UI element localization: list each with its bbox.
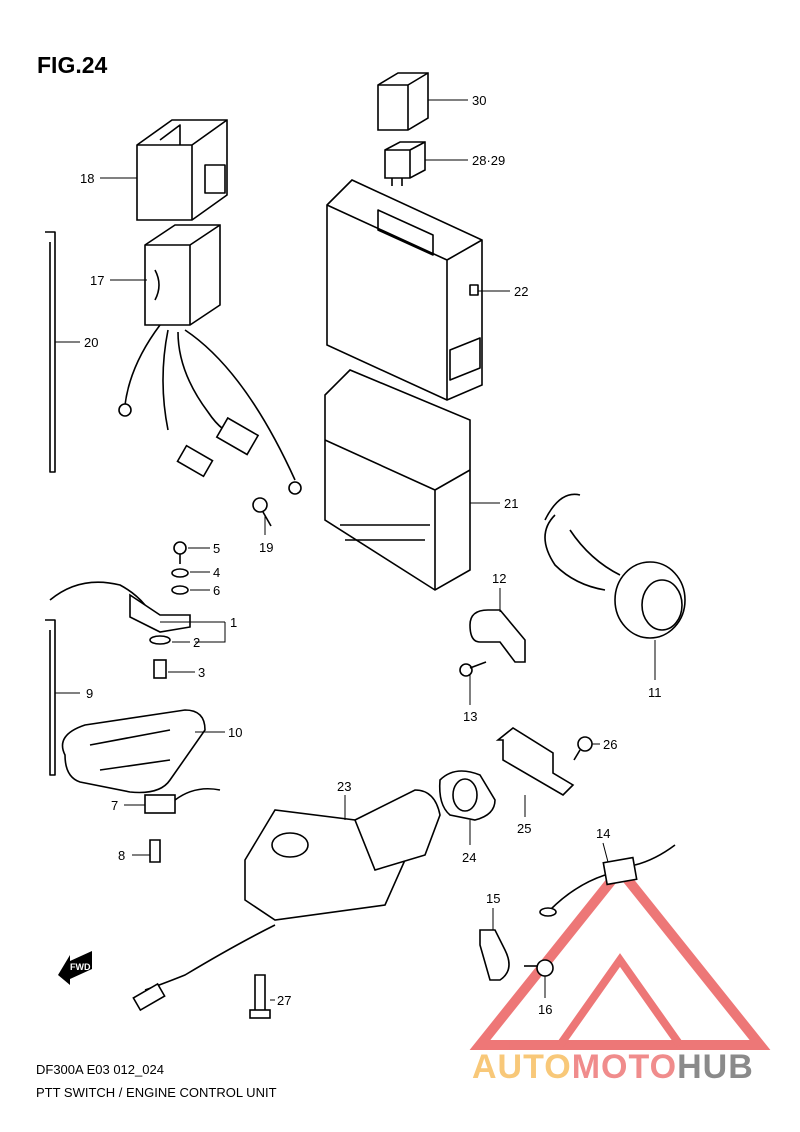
part-8-screw[interactable] <box>149 839 161 863</box>
part-28-29-relay[interactable] <box>384 141 426 186</box>
callout-28-29: 28·29 <box>472 153 505 168</box>
callout-10: 10 <box>228 725 242 740</box>
watermark-logo <box>469 861 771 1050</box>
part-10-ptt-holder[interactable] <box>61 709 206 794</box>
watermark-part3: HUB <box>677 1048 754 1086</box>
part-24-grommet[interactable] <box>438 770 496 821</box>
fwd-label: FWD <box>70 962 91 972</box>
callout-24: 24 <box>462 850 476 865</box>
watermark-text: AUTOMOTOHUB <box>472 1048 754 1087</box>
part-30-relay[interactable] <box>377 72 429 131</box>
callout-12: 12 <box>492 571 506 586</box>
part-9-cable-tie[interactable] <box>45 619 56 776</box>
callout-6: 6 <box>213 583 220 598</box>
callout-19: 19 <box>259 540 273 555</box>
callout-18: 18 <box>80 171 94 186</box>
part-20-cable-tie[interactable] <box>45 231 56 473</box>
part-6-washer[interactable] <box>171 585 189 595</box>
callout-13: 13 <box>463 709 477 724</box>
part-27-bolt[interactable] <box>249 974 271 1019</box>
fwd-arrow-icon: FWD <box>58 951 92 985</box>
figure-code: DF300A E03 012_024 <box>36 1062 164 1077</box>
part-13-bolt[interactable] <box>459 661 487 677</box>
callout-21: 21 <box>504 496 518 511</box>
callout-1: 1 <box>230 615 237 630</box>
callout-5: 5 <box>213 541 220 556</box>
callout-2: 2 <box>193 635 200 650</box>
callout-30: 30 <box>472 93 486 108</box>
part-11-emergency-stop-switch[interactable] <box>544 493 686 639</box>
callout-7: 7 <box>111 798 118 813</box>
part-23-ptt-motor[interactable] <box>132 789 441 1012</box>
callout-15: 15 <box>486 891 500 906</box>
callout-16: 16 <box>538 1002 552 1017</box>
callout-8: 8 <box>118 848 125 863</box>
part-16-screw[interactable] <box>524 959 554 977</box>
callout-14: 14 <box>596 826 610 841</box>
figure-caption: PTT SWITCH / ENGINE CONTROL UNIT <box>36 1085 277 1100</box>
part-5-screw[interactable] <box>173 541 187 564</box>
callout-3: 3 <box>198 665 205 680</box>
callout-labels: 30 28·29 18 22 17 20 21 19 5 4 6 1 2 3 1… <box>80 93 662 1017</box>
part-25-bracket[interactable] <box>495 727 575 797</box>
part-3-clip[interactable] <box>153 659 167 679</box>
callout-11: 11 <box>648 685 662 700</box>
callout-26: 26 <box>603 737 617 752</box>
part-7-ptt-switch[interactable] <box>144 787 221 814</box>
part-2-o-ring[interactable] <box>149 635 171 645</box>
part-15-clamp[interactable] <box>479 929 510 981</box>
callout-9: 9 <box>86 686 93 701</box>
part-4-washer[interactable] <box>171 568 189 578</box>
part-1-trim-sender[interactable] <box>49 581 191 633</box>
part-12-clamp[interactable] <box>469 609 526 663</box>
part-14-neutral-switch[interactable] <box>539 844 676 917</box>
callout-20: 20 <box>84 335 98 350</box>
callout-25: 25 <box>517 821 531 836</box>
callout-23: 23 <box>337 779 351 794</box>
part-21-engine-control-unit[interactable] <box>324 369 471 591</box>
part-22-ecu-bracket[interactable] <box>326 179 483 401</box>
leader-lines <box>55 99 656 1001</box>
part-17-ignition-unit[interactable] <box>118 224 302 495</box>
callout-17: 17 <box>90 273 104 288</box>
watermark-part1: AUTO <box>472 1048 572 1086</box>
part-18-cover[interactable] <box>136 119 228 221</box>
callout-22: 22 <box>514 284 528 299</box>
callout-27: 27 <box>277 993 291 1008</box>
part-26-bolt[interactable] <box>573 736 593 761</box>
callout-4: 4 <box>213 565 220 580</box>
watermark-part2: MOTO <box>571 1048 678 1086</box>
figure-title: FIG.24 <box>37 52 108 78</box>
part-19-bolt[interactable] <box>252 497 272 527</box>
